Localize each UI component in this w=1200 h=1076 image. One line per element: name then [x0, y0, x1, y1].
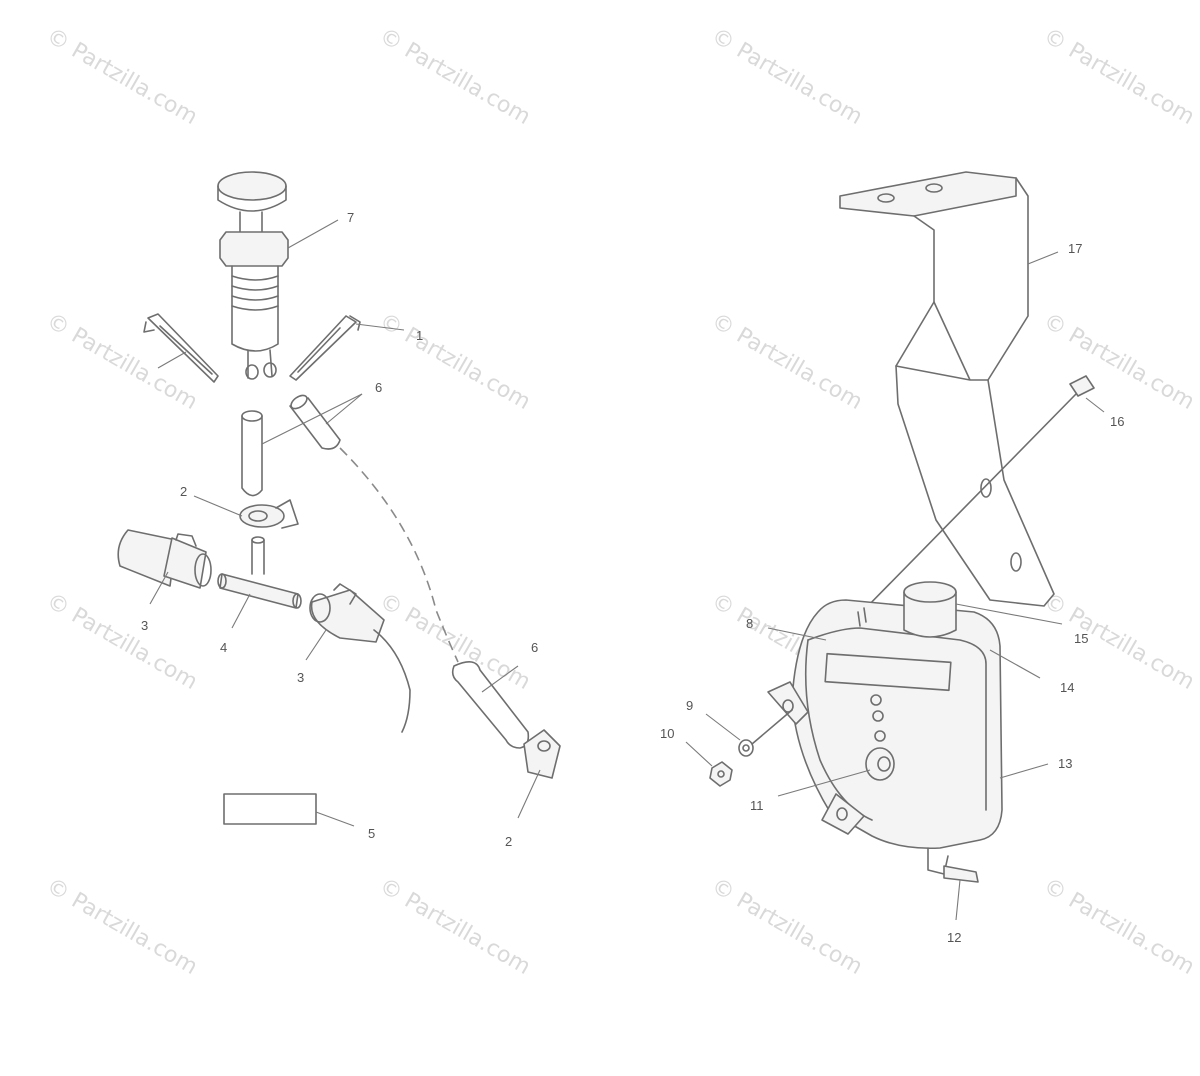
callout-3: 3 — [141, 618, 148, 633]
watermark: © Partzilla.com — [1039, 874, 1199, 981]
callout-3: 3 — [297, 670, 304, 685]
bolt — [859, 375, 1095, 615]
callout-14: 14 — [1060, 680, 1074, 695]
callout-2: 2 — [505, 834, 512, 849]
fuel-line-upper-left — [241, 410, 263, 497]
watermark: © Partzilla.com — [707, 24, 867, 131]
callout-labels: 1 2 2 3 3 4 5 6 6 7 8 9 10 11 12 13 14 1… — [141, 210, 1124, 945]
grommet-upper — [239, 499, 299, 529]
decal — [223, 793, 317, 825]
callout-11: 11 — [750, 798, 764, 813]
watermark: © Partzilla.com — [42, 24, 202, 131]
callout-12: 12 — [947, 930, 961, 945]
watermark: © Partzilla.com — [42, 309, 202, 416]
callout-10: 10 — [660, 726, 674, 741]
cable-tie-left — [143, 313, 219, 383]
fuel-line-route — [339, 447, 459, 663]
callout-4: 4 — [220, 640, 227, 655]
grommet-lower — [523, 729, 561, 779]
mounting-bracket — [839, 171, 1055, 607]
watermark: © Partzilla.com — [42, 589, 202, 696]
watermark-layer: © Partzilla.com © Partzilla.com © Partzi… — [42, 24, 1199, 981]
watermark: © Partzilla.com — [42, 874, 202, 981]
watermark: © Partzilla.com — [375, 24, 535, 131]
watermark: © Partzilla.com — [707, 874, 867, 981]
callout-17: 17 — [1068, 241, 1082, 256]
callout-5: 5 — [368, 826, 375, 841]
callout-1: 1 — [416, 328, 423, 343]
watermark: © Partzilla.com — [1039, 24, 1199, 131]
fuel-line-lower — [451, 661, 530, 749]
callout-7: 7 — [347, 210, 354, 225]
cable-tie-right — [289, 315, 361, 381]
callout-2: 2 — [180, 484, 187, 499]
t-fitting — [217, 536, 302, 609]
primer-pump — [217, 171, 289, 380]
watermark: © Partzilla.com — [1039, 309, 1199, 416]
callout-13: 13 — [1058, 756, 1072, 771]
callout-6: 6 — [375, 380, 382, 395]
oil-tank — [767, 581, 1003, 883]
watermark: © Partzilla.com — [375, 874, 535, 981]
callout-6: 6 — [531, 640, 538, 655]
callout-15: 15 — [1074, 631, 1088, 646]
callout-9: 9 — [686, 698, 693, 713]
fuel-connector-left — [117, 529, 212, 589]
watermark: © Partzilla.com — [375, 309, 535, 416]
fuel-connector-right — [309, 583, 411, 733]
watermark: © Partzilla.com — [707, 309, 867, 416]
fuel-line-upper-right — [289, 394, 341, 450]
nut — [709, 761, 733, 787]
washer — [738, 709, 793, 757]
callout-16: 16 — [1110, 414, 1124, 429]
callout-8: 8 — [746, 616, 753, 631]
